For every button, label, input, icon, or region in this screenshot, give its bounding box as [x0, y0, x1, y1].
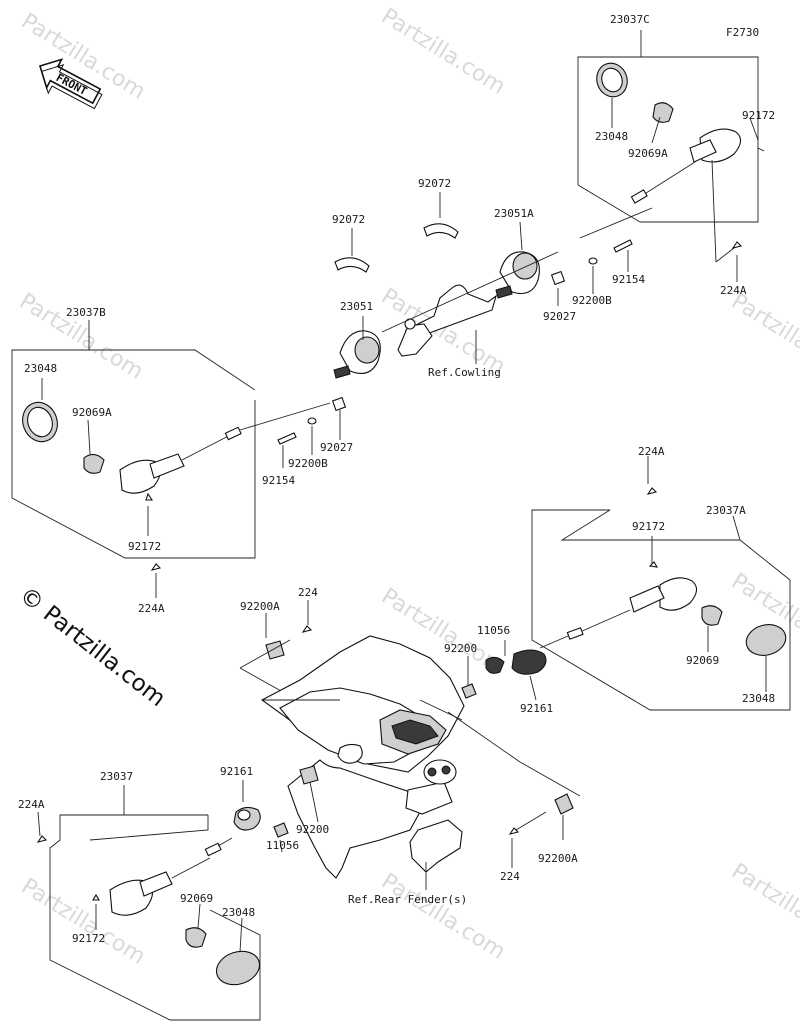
part-label-23051: 23051	[340, 300, 373, 313]
turn-signal-assembly-23037B	[11, 320, 331, 598]
part-label-92200A: 92200A	[240, 600, 280, 613]
part-label-224A: 224A	[18, 798, 45, 811]
part-label-92161: 92161	[520, 702, 553, 715]
part-label-23048: 23048	[222, 906, 255, 919]
part-label-92069A: 92069A	[72, 406, 112, 419]
part-label-23037C: 23037C	[610, 13, 650, 26]
watermark: Partzilla.com	[377, 4, 510, 100]
ref-cowling-label: Ref.Cowling	[428, 366, 501, 379]
turn-signal-assembly-23037A	[531, 456, 791, 711]
part-label-92172: 92172	[632, 520, 665, 533]
part-label-92172: 92172	[742, 109, 775, 122]
part-label-23037A: 23037A	[706, 504, 746, 517]
part-label-23037B: 23037B	[66, 306, 106, 319]
rear-fender-group	[239, 600, 581, 890]
part-label-92069A: 92069A	[628, 147, 668, 160]
part-label-92069: 92069	[180, 892, 213, 905]
part-label-92172: 92172	[128, 540, 161, 553]
part-label-23037: 23037	[100, 770, 133, 783]
part-label-224: 224	[500, 870, 520, 883]
part-label-23048: 23048	[24, 362, 57, 375]
turn-signal-assembly-23037	[36, 780, 289, 1021]
part-label-11056: 11056	[477, 624, 510, 637]
part-label-224A: 224A	[720, 284, 747, 297]
ref-rear-fender-label: Ref.Rear Fender(s)	[348, 893, 467, 906]
part-label-23048: 23048	[595, 130, 628, 143]
part-label-92200B: 92200B	[288, 457, 328, 470]
part-label-224A: 224A	[138, 602, 165, 615]
part-label-224A: 224A	[638, 445, 665, 458]
part-label-92154: 92154	[612, 273, 645, 286]
watermark: Partzilla.com	[377, 869, 510, 965]
part-label-92069: 92069	[686, 654, 719, 667]
part-label-92027: 92027	[320, 441, 353, 454]
part-label-11056: 11056	[266, 839, 299, 852]
part-label-92200: 92200	[444, 642, 477, 655]
part-label-23048: 23048	[742, 692, 775, 705]
part-label-23051A: 23051A	[494, 207, 534, 220]
part-label-92027: 92027	[543, 310, 576, 323]
figure-code: F2730	[726, 26, 759, 39]
center-bracket-group	[277, 192, 653, 468]
part-label-92200B: 92200B	[572, 294, 612, 307]
part-label-92072: 92072	[418, 177, 451, 190]
turn-signal-assembly-23037C	[577, 30, 765, 282]
part-label-92172: 92172	[72, 932, 105, 945]
watermark: Partzilla.com	[727, 859, 800, 955]
part-label-92154: 92154	[262, 474, 295, 487]
part-label-224: 224	[298, 586, 318, 599]
part-label-92072: 92072	[332, 213, 365, 226]
part-label-92161: 92161	[220, 765, 253, 778]
part-label-92200: 92200	[296, 823, 329, 836]
watermark: Partzilla.com	[727, 289, 800, 385]
part-label-92200A: 92200A	[538, 852, 578, 865]
